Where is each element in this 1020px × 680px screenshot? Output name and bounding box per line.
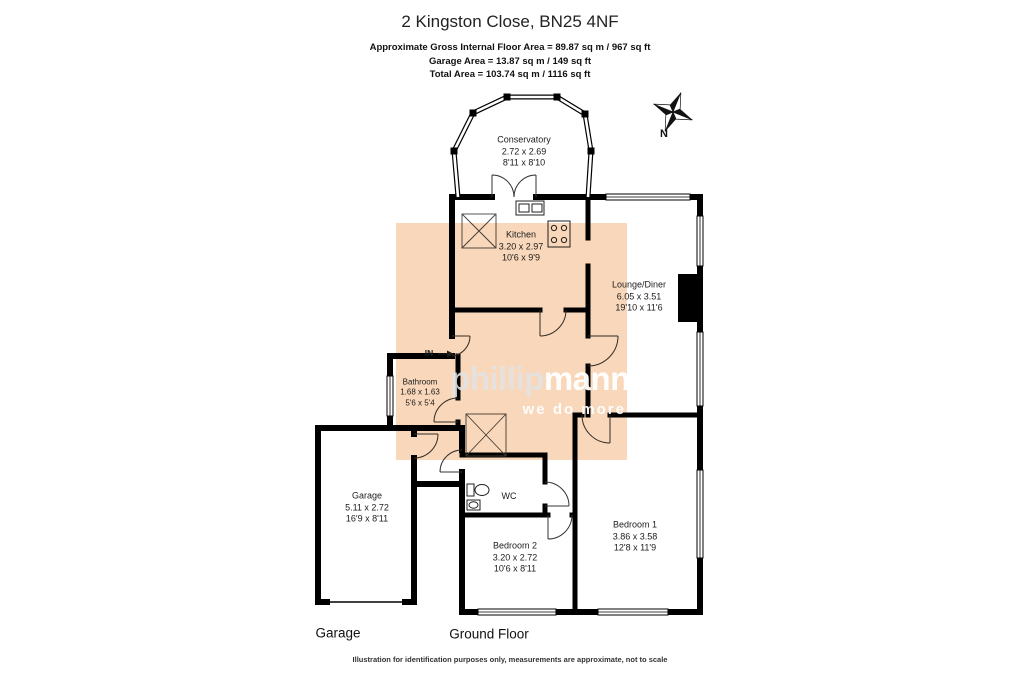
room-dims-imperial: 5'6 x 5'4: [405, 398, 435, 408]
wc-fixtures: [466, 483, 490, 511]
room-dims-imperial: 8'11 x 8'10: [502, 157, 546, 168]
windows: [386, 193, 704, 616]
room-name: Bedroom 1: [612, 519, 658, 530]
watermark-brand-light: phillip: [450, 360, 544, 397]
room-dims-imperial: 12'8 x 11'9: [613, 542, 657, 553]
room-dims-metric: 3.86 x 3.58: [612, 531, 658, 542]
room-dims-metric: 3.20 x 2.72: [492, 552, 538, 563]
room-label-bathroom: Bathroom 1.68 x 1.63 5'6 x 5'4: [400, 377, 440, 408]
chimney-breast: [678, 274, 703, 322]
room-dims-metric: 6.05 x 3.51: [616, 291, 662, 302]
watermark-tagline: we do more: [522, 401, 626, 418]
area-line-garage: Garage Area = 13.87 sq m / 149 sq ft: [428, 55, 592, 67]
room-label-conservatory: Conservatory 2.72 x 2.69 8'11 x 8'10: [497, 134, 551, 169]
room-label-wc: WC: [502, 491, 517, 503]
room-dims-metric: 5.11 x 2.72: [345, 502, 389, 513]
highlight-overlay: [396, 223, 627, 460]
room-dims-imperial: 10'6 x 9'9: [502, 252, 540, 263]
disclaimer-text: Illustration for identification purposes…: [352, 655, 668, 664]
room-dims-metric: 1.68 x 1.63: [400, 387, 440, 397]
room-dims-imperial: 19'10 x 11'6: [615, 302, 663, 313]
compass-rose-icon: [653, 92, 693, 132]
room-name: Conservatory: [497, 134, 551, 145]
floor-label-ground-floor: Ground Floor: [449, 626, 529, 642]
room-label-kitchen: Kitchen 3.20 x 2.97 10'6 x 9'9: [499, 229, 544, 264]
room-dims-metric: 2.72 x 2.69: [501, 146, 547, 157]
room-dims-imperial: 16'9 x 8'11: [345, 513, 389, 524]
compass-north-label: N: [660, 128, 668, 140]
room-name: Bedroom 2: [492, 540, 538, 551]
room-label-garage: Garage 5.11 x 2.72 16'9 x 8'11: [345, 490, 389, 525]
room-name: Garage: [351, 490, 383, 501]
room-name: Kitchen: [505, 229, 537, 240]
entrance-in-label: IN: [424, 348, 434, 358]
garage-door: [330, 599, 402, 605]
room-dims-imperial: 10'6 x 8'11: [493, 563, 537, 574]
watermark: phillipmann: [440, 362, 640, 395]
floor-label-garage: Garage: [315, 625, 361, 641]
header: 2 Kingston Close, BN25 4NF Approximate G…: [0, 12, 1020, 82]
room-name: WC: [501, 491, 517, 502]
room-name: Bathroom: [402, 377, 438, 387]
page-title: 2 Kingston Close, BN25 4NF: [401, 12, 619, 31]
conservatory-walls: [450, 93, 595, 198]
room-label-lounge-diner: Lounge/Diner 6.05 x 3.51 19'10 x 11'6: [612, 279, 666, 314]
room-name: Lounge/Diner: [611, 279, 667, 290]
room-label-bedroom1: Bedroom 1 3.86 x 3.58 12'8 x 11'9: [613, 519, 658, 554]
room-dims-metric: 3.20 x 2.97: [498, 241, 544, 252]
watermark-brand-bold: mann: [543, 360, 631, 397]
room-label-bedroom2: Bedroom 2 3.20 x 2.72 10'6 x 8'11: [493, 540, 538, 575]
area-line-total-internal: Approximate Gross Internal Floor Area = …: [369, 42, 651, 53]
area-line-total: Total Area = 103.74 sq m / 1116 sq ft: [429, 69, 591, 80]
